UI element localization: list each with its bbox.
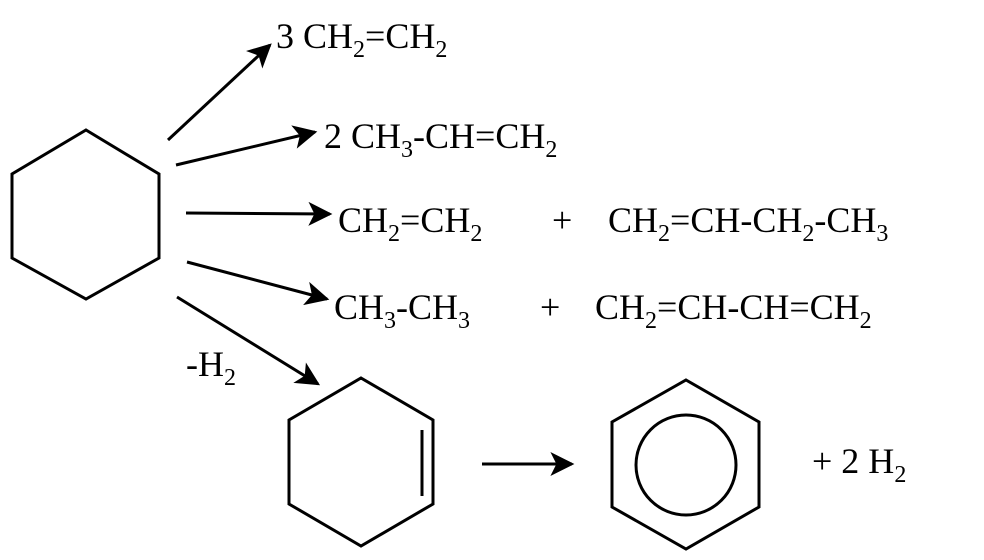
- formula-subscript: 2: [353, 37, 365, 63]
- formula-text: + 2 H: [812, 441, 894, 481]
- formula-subscript: 2: [645, 308, 657, 334]
- formula-subscript: 2: [658, 221, 670, 247]
- formula-text: =CH: [365, 16, 435, 56]
- formula-text: =CH: [400, 200, 470, 240]
- formula-subscript: 3: [401, 137, 413, 163]
- formula-subscript: 2: [224, 365, 236, 391]
- product-ethane: CH3-CH3: [334, 287, 470, 334]
- aromatic-circle: [634, 413, 738, 517]
- plus-sign-1: +: [552, 200, 572, 240]
- formula-text: -CH=CH: [413, 116, 545, 156]
- arrow-to-ethylene-butene: [185, 201, 333, 226]
- formula-text: -CH: [814, 200, 876, 240]
- plus-sign-2: +: [540, 287, 560, 327]
- product-propylene-x2: 2 CH3-CH=CH2: [324, 116, 557, 163]
- product-ethylene: CH2=CH2: [338, 200, 482, 247]
- formula-text: CH: [338, 200, 388, 240]
- dehydrogenation-label: -H2: [186, 344, 236, 391]
- product-ethylene-x3: 3 CH2=CH2: [276, 16, 447, 63]
- formula-text: CH: [334, 287, 384, 327]
- hydrogen-byproduct: + 2 H2: [812, 441, 906, 488]
- arrow-to-ethylene: [166, 43, 272, 142]
- formula-text: CH: [595, 287, 645, 327]
- formula-subscript: 3: [876, 221, 888, 247]
- cyclohexene-ring: [287, 376, 435, 548]
- formula-text: -H: [186, 344, 224, 384]
- product-1-butene: CH2=CH-CH2-CH3: [608, 200, 888, 247]
- formula-text: =CH-CH: [670, 200, 802, 240]
- formula-subscript: 2: [470, 221, 482, 247]
- formula-text: 3 CH: [276, 16, 353, 56]
- formula-subscript: 3: [458, 308, 470, 334]
- arrow-to-propylene: [175, 125, 318, 167]
- arrow-to-ethane-butadiene: [186, 260, 330, 306]
- product-butadiene: CH2=CH-CH=CH2: [595, 287, 872, 334]
- formula-text: -CH: [396, 287, 458, 327]
- formula-subscript: 2: [860, 308, 872, 334]
- formula-text: =CH-CH=CH: [657, 287, 860, 327]
- formula-text: CH: [608, 200, 658, 240]
- formula-subscript: 3: [384, 308, 396, 334]
- formula-subscript: 2: [435, 37, 447, 63]
- formula-subscript: 2: [802, 221, 814, 247]
- benzene-ring: [610, 378, 761, 551]
- formula-text: 2 CH: [324, 116, 401, 156]
- formula-subscript: 2: [894, 462, 906, 488]
- formula-subscript: 2: [388, 221, 400, 247]
- formula-subscript: 2: [545, 137, 557, 163]
- arrow-to-cyclohexene: [176, 295, 321, 386]
- cyclohexane-ring: [10, 128, 161, 301]
